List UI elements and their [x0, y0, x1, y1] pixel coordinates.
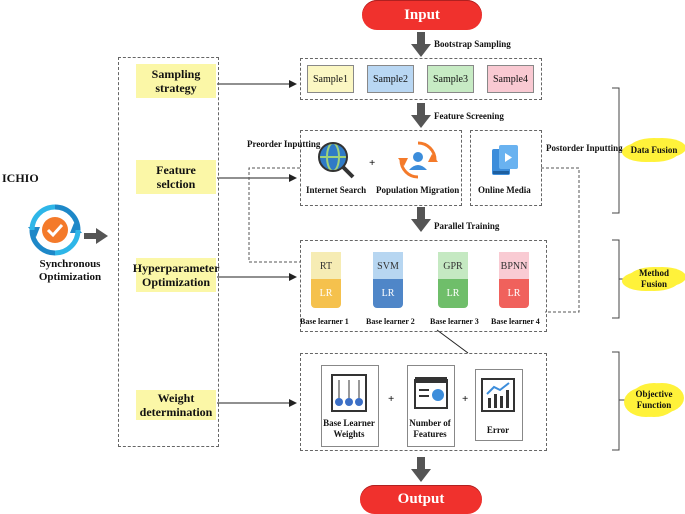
online-media-box: [470, 130, 542, 206]
input-label: Input: [404, 6, 440, 23]
base-learner-1-beaker: RT LR: [311, 252, 341, 308]
learner-4-model: BPNN: [500, 261, 528, 272]
features-count-label: Number of Features: [409, 418, 451, 439]
ichio-right-arrow-icon: [84, 228, 108, 244]
learner-2-model: SVM: [377, 261, 399, 272]
objective-plus-1: +: [388, 393, 395, 405]
feature-selection-note: Feature selction: [136, 160, 216, 194]
feature-sources-box: [300, 130, 462, 206]
postorder-label: Postorder Inputting: [546, 143, 623, 153]
online-media-label: Online Media: [478, 185, 531, 195]
input-node: Input: [362, 0, 482, 30]
features-icon: [414, 377, 448, 409]
parallel-training-label: Parallel Training: [434, 221, 500, 231]
objective-box: [300, 353, 547, 451]
internet-search-label: Internet Search: [306, 185, 367, 195]
online-media-icon: [492, 145, 518, 175]
sample-1: Sample1: [307, 65, 354, 93]
weight-determination-note: Weight determination: [136, 390, 216, 420]
base-learner-2-beaker: SVM LR: [373, 252, 403, 308]
weights-icon: [331, 374, 367, 412]
learner-1-model: RT: [319, 261, 333, 272]
sampling-strategy-note: Sampling strategy: [136, 64, 216, 98]
method-fusion-cloud: Method Fusion: [628, 267, 680, 291]
samples-box: [300, 58, 542, 100]
feature-plus: +: [369, 157, 376, 169]
preorder-label: Preorder Inputting: [247, 139, 321, 149]
learner-3-model: GPR: [443, 261, 463, 272]
feature-screening-label: Feature Screening: [434, 111, 504, 121]
learner-3-meta: LR: [446, 288, 460, 299]
error-label: Error: [486, 425, 510, 435]
output-node: Output: [360, 485, 482, 514]
internet-search-icon: [318, 142, 355, 179]
down-arrow-2-icon: [411, 103, 431, 128]
down-arrow-3-icon: [411, 207, 431, 232]
objective-plus-2: +: [462, 393, 469, 405]
output-label: Output: [397, 491, 445, 507]
base-learner-2-caption: Base learner 2: [366, 317, 415, 326]
ichio-subtitle: Synchronous Optimization: [38, 258, 102, 283]
sample-4: Sample4: [487, 65, 534, 93]
base-learner-3-beaker: GPR LR: [438, 252, 468, 308]
hyperparameter-note: Hyperparameter Optimization: [133, 258, 219, 292]
ichio-title: ICHIO: [2, 171, 39, 185]
base-learner-3-caption: Base learner 3: [430, 317, 479, 326]
population-migration-icon: [398, 141, 438, 179]
learner-1-meta: LR: [319, 288, 333, 299]
bootstrap-label: Bootstrap Sampling: [434, 39, 511, 49]
learner-4-meta: LR: [507, 288, 521, 299]
weights-label: Base Learner Weights: [323, 418, 375, 439]
sample-3: Sample3: [427, 65, 474, 93]
error-chart-icon: [481, 378, 515, 412]
base-learner-4-beaker: BPNN LR: [499, 252, 529, 308]
objective-function-cloud: Objective Function: [630, 383, 678, 417]
base-learner-4-caption: Base learner 4: [491, 317, 540, 326]
population-migration-label: Population Migration: [376, 185, 460, 195]
sync-cycle-icon: [28, 204, 82, 256]
base-learner-1-caption: Base learner 1: [300, 317, 349, 326]
sample-2: Sample2: [367, 65, 414, 93]
base-learners-box: [300, 240, 547, 332]
data-fusion-cloud: Data Fusion: [628, 138, 680, 162]
down-arrow-1-icon: [411, 32, 431, 57]
down-arrow-4-icon: [411, 457, 431, 482]
learner-2-meta: LR: [381, 288, 395, 299]
left-panel: [118, 57, 219, 447]
